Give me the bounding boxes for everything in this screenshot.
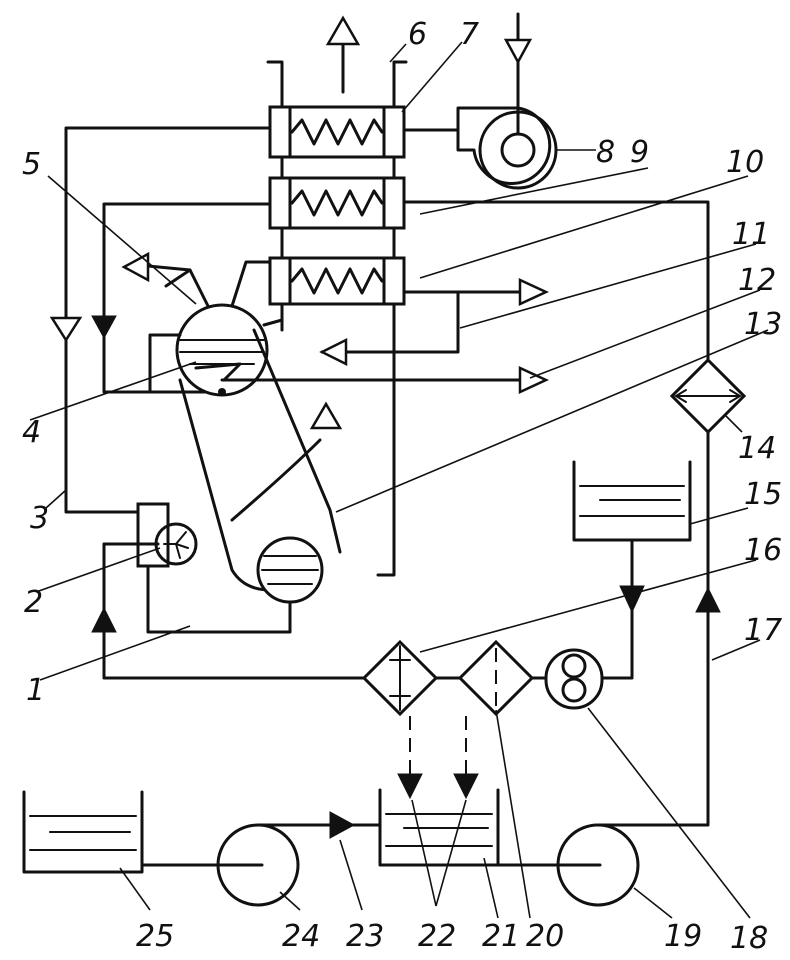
filter-20: [457, 639, 548, 717]
label-19: 19: [664, 919, 702, 954]
flue-stack: [262, 60, 408, 577]
label-14: 14: [738, 431, 776, 466]
gear-pump-18: [544, 540, 634, 710]
steam-outlet-5: [121, 251, 210, 308]
callout-labels: 1 2 3 4 5 6 7 8 9 10 11 12 13 14 15 16 1…: [22, 17, 782, 956]
label-3: 3: [30, 501, 49, 536]
label-24: 24: [282, 919, 320, 954]
label-17: 17: [744, 613, 782, 648]
circulation-pump-2: [102, 333, 198, 568]
return-line-1: [91, 542, 366, 680]
feedwater-main-line: [91, 200, 710, 394]
steam-to-superheater: [230, 260, 549, 367]
label-18: 18: [730, 921, 768, 956]
label-21: 21: [482, 919, 520, 954]
transfer-pump-24: [140, 811, 382, 907]
label-25: 25: [136, 919, 174, 954]
label-13: 13: [744, 307, 782, 342]
feed-pump-19: [496, 823, 640, 907]
label-2: 2: [24, 585, 43, 620]
label-23: 23: [346, 919, 384, 954]
outlet-line-12: [220, 366, 549, 394]
label-16: 16: [744, 533, 782, 568]
filter-16: [361, 639, 462, 717]
superheater-10: [268, 256, 406, 306]
tank-15: [572, 460, 692, 614]
flue-gas-outlet-arrow: [325, 15, 361, 94]
label-11: 11: [732, 217, 770, 252]
leader-lines: [29, 41, 769, 919]
blower-fan-8: [402, 12, 558, 190]
label-10: 10: [726, 145, 764, 180]
mud-drum: [146, 536, 324, 634]
label-9: 9: [630, 135, 649, 170]
label-7: 7: [460, 17, 479, 52]
label-4: 4: [22, 415, 41, 450]
economizer-9: [268, 176, 406, 230]
label-20: 20: [526, 919, 564, 954]
label-1: 1: [26, 673, 45, 708]
steam-drum: [175, 303, 269, 397]
feed-riser-17: [598, 428, 721, 827]
label-5: 5: [22, 147, 41, 182]
tank-25: [22, 790, 144, 874]
heat-exchanger-14: [669, 357, 747, 435]
air-heater-7: [268, 105, 406, 159]
label-6: 6: [408, 17, 427, 52]
tank-21: [378, 788, 500, 867]
label-8: 8: [596, 135, 615, 170]
label-22: 22: [418, 919, 456, 954]
label-15: 15: [744, 477, 782, 512]
drain-arrows-22: [397, 716, 479, 800]
label-12: 12: [738, 263, 776, 298]
